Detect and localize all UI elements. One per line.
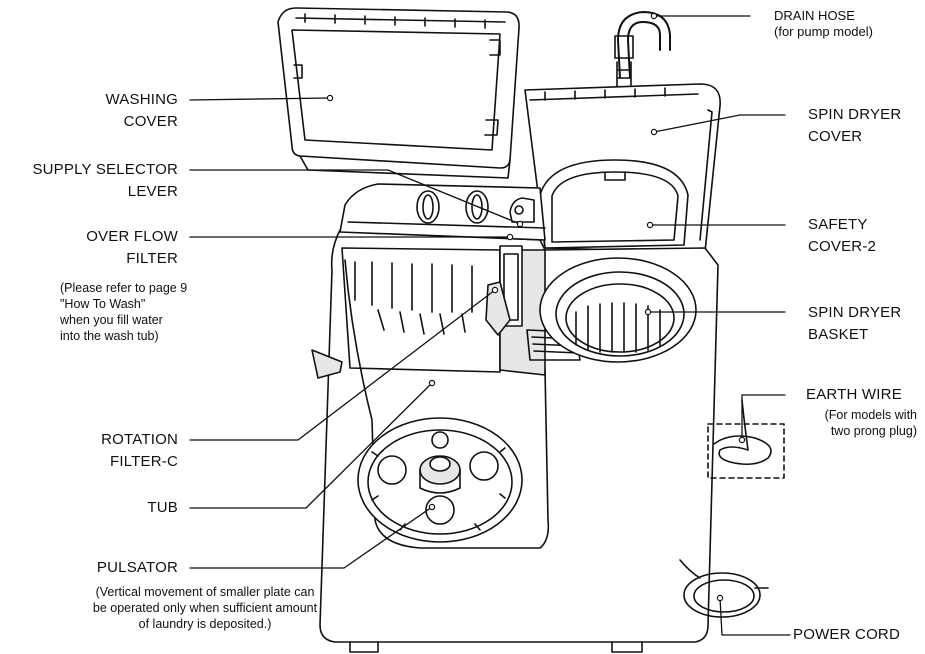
power-cord-label: POWER CORD	[793, 626, 900, 643]
safety-cover-drawing	[539, 159, 689, 249]
safety-cover-label: SAFETY COVER-2	[808, 216, 877, 255]
supply-selector-lever-label: SUPPLY SELECTOR LEVER	[32, 161, 178, 200]
spin-dryer-basket-label: SPIN DRYER BASKET	[808, 304, 902, 343]
machine-feet-drawing	[349, 641, 643, 653]
over-flow-filter-note: (Please refer to page 9 "How To Wash" wh…	[60, 281, 188, 343]
machine-body-drawing	[311, 183, 719, 643]
leader-lines	[189, 15, 791, 636]
tub-label: TUB	[147, 499, 178, 516]
leader-dots	[326, 12, 746, 602]
pulsator-drawing	[357, 417, 523, 543]
spin-dryer-cover-label: SPIN DRYER COVER	[808, 106, 902, 145]
washing-cover-label: WASHING COVER	[105, 91, 178, 130]
spin-dryer-basket-drawing	[539, 257, 697, 363]
over-flow-filter-label: OVER FLOW FILTER	[86, 228, 178, 267]
washing-cover-drawing	[277, 7, 520, 179]
earth-wire-note: (For models with two prong plug)	[824, 408, 917, 438]
pulsator-label: PULSATOR	[96, 559, 178, 576]
drain-hose-label: DRAIN HOSE (for pump model)	[774, 8, 873, 39]
earth-wire-drawing	[707, 399, 785, 479]
drain-hose-drawing	[614, 11, 671, 89]
earth-wire-label: EARTH WIRE	[806, 386, 902, 403]
power-cord-drawing	[679, 559, 769, 618]
pulsator-note: (Vertical movement of smaller plate can …	[92, 585, 318, 631]
rotation-filter-label: ROTATION FILTER-C	[101, 431, 178, 470]
